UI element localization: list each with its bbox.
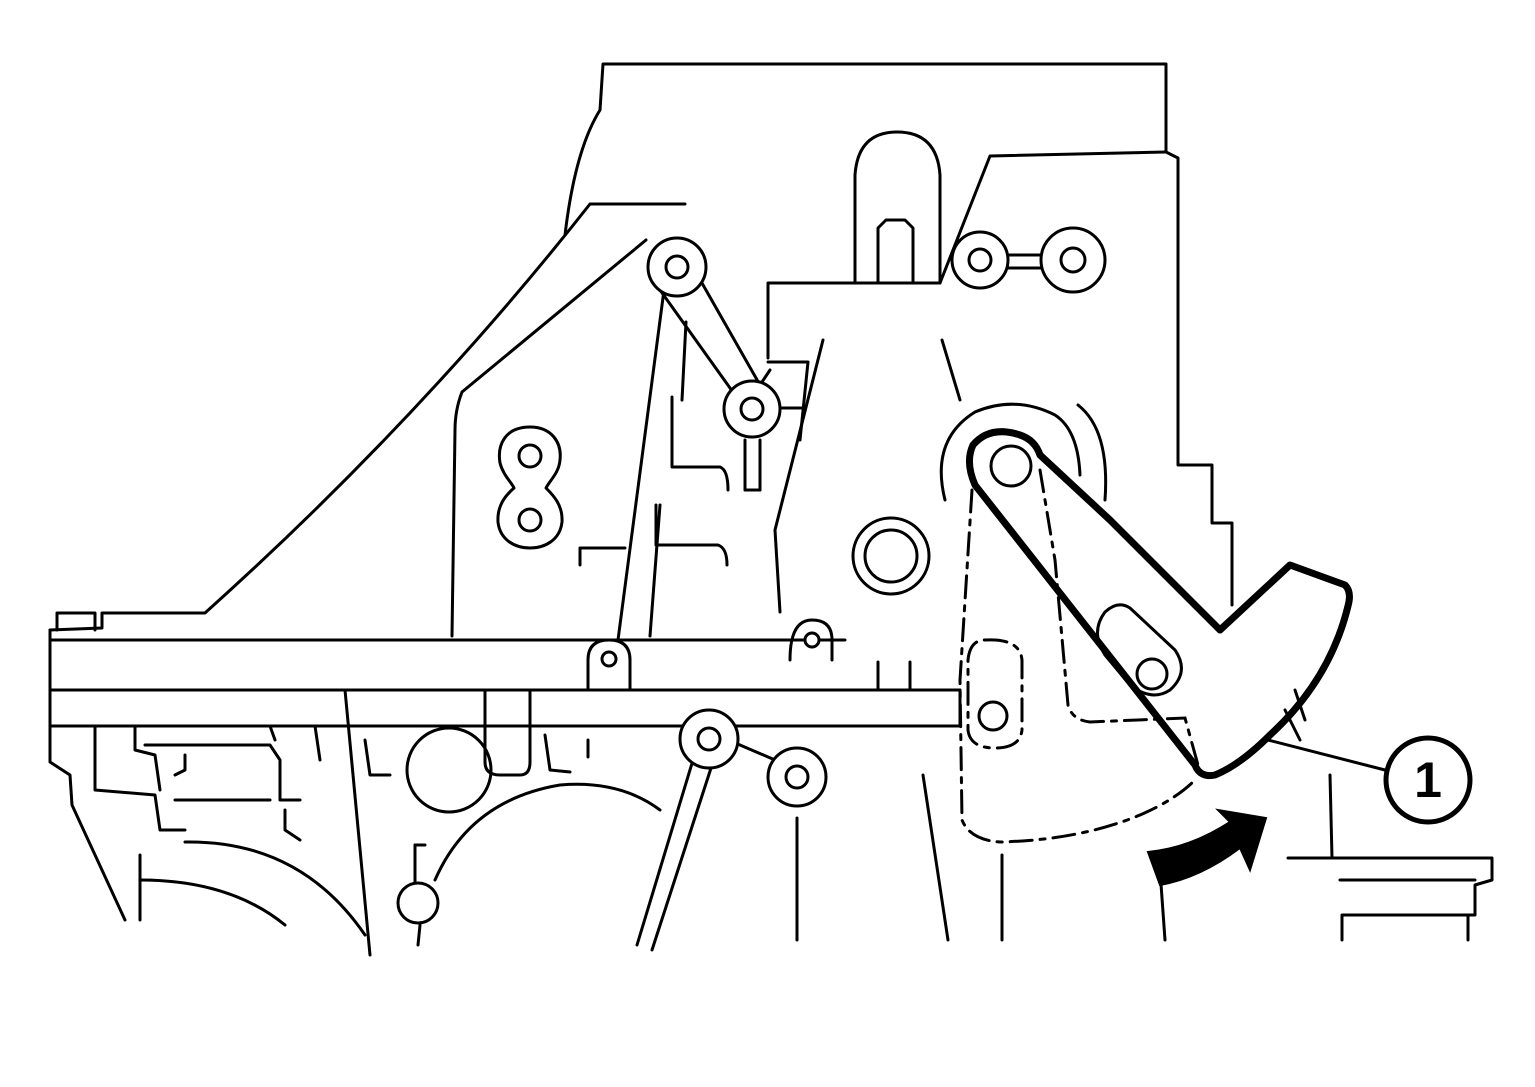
- round-boss: [851, 516, 931, 596]
- lever: [966, 428, 1353, 779]
- housing-outline: [48, 62, 1234, 638]
- rotation-arrow-icon: [1146, 808, 1268, 887]
- lever-alternate-position: [958, 468, 1200, 844]
- bracket-bottom-right: [1286, 773, 1494, 942]
- lower-housing: [93, 688, 662, 957]
- callout-1: 1: [1266, 735, 1473, 825]
- lower-link: [635, 708, 1167, 952]
- bolt-pair-top: [950, 226, 1107, 294]
- figure-eight-boss: [496, 425, 564, 550]
- link-rod: [578, 236, 807, 642]
- callout-1-label: 1: [1414, 752, 1442, 808]
- pivot-housing: [939, 402, 1108, 502]
